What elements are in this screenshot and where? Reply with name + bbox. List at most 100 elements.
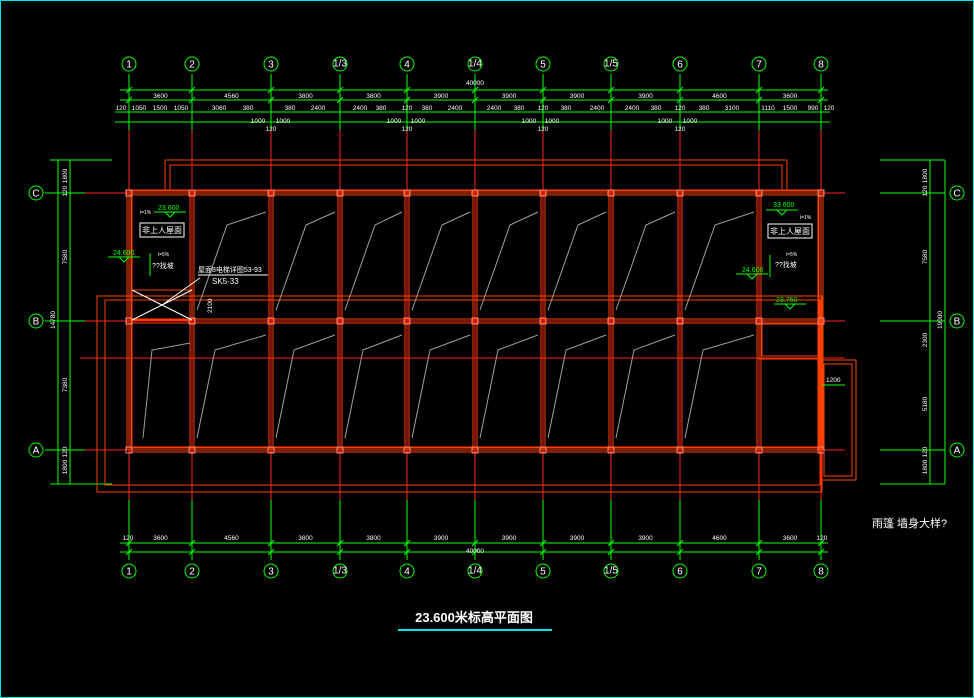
detail-top-label-22: 3100	[725, 105, 740, 112]
slope-line-upper-8	[684, 211, 755, 311]
height-2100: 2100	[207, 298, 214, 313]
axis-label-bottom-4: 4	[404, 566, 410, 577]
axis-label-top-4: 4	[404, 59, 410, 70]
column-2-1	[267, 317, 275, 325]
right-level-b: 24.600	[742, 267, 764, 274]
detail-120-label-2: 120	[538, 126, 549, 133]
detail-top-label-25: 990	[808, 105, 819, 112]
axis-label-top-2: 3	[268, 59, 274, 70]
overall-dimension-top: 40000	[466, 80, 484, 87]
detail-sub-label-2: 1000	[387, 118, 402, 125]
detail-top-label-4: 3060	[212, 105, 227, 112]
column-0-1	[125, 317, 133, 325]
axis-bubble-bottom-10	[813, 563, 829, 579]
detail-top-label-3: 1050	[174, 105, 189, 112]
axis-label-top-1: 2	[189, 59, 195, 70]
column-3-1	[336, 317, 344, 325]
detail-sub-label-5: 1000	[545, 118, 560, 125]
right-bay-outline	[758, 320, 822, 360]
axis-label-bottom-0: 1	[126, 566, 132, 577]
axis-bubble-bottom-3	[332, 563, 348, 579]
right-dim-label-5: 5180	[922, 396, 929, 411]
bottom-span-label-3: 3800	[366, 535, 381, 542]
detail-top-label-8: 2400	[353, 105, 368, 112]
axis-label-top-7: 1/5	[604, 58, 618, 69]
detail-top-label-14: 380	[514, 105, 525, 112]
bottom-span-label-9: 3600	[783, 535, 798, 542]
axis-bubble-right-1	[949, 313, 965, 329]
left-dim-label-2: 7580	[62, 249, 69, 264]
axis-bubble-bottom-2	[263, 563, 279, 579]
axis-label-top-8: 6	[677, 59, 683, 70]
drawing-title: 23.600米标高平面图	[415, 610, 533, 625]
detail-120-label-1: 120	[402, 126, 413, 133]
axis-label-left-1: B	[33, 317, 40, 328]
canopy-right-inner	[823, 363, 853, 477]
slope-line-lower-6	[547, 334, 607, 439]
axis-label-bottom-7: 1/5	[604, 565, 618, 576]
shaft-reference-2: SK5-33	[212, 277, 239, 286]
axis-bubble-bottom-1	[184, 563, 200, 579]
column-9-2	[755, 446, 763, 454]
left-dim-label-4: 7380	[62, 377, 69, 392]
right-slope-b: i=5%	[786, 252, 798, 258]
left-slope-b: i=5%	[158, 252, 170, 258]
axis-bubble-top-6	[535, 56, 551, 72]
canopy-outline-left	[96, 295, 823, 493]
detail-top-label-21: 380	[699, 105, 710, 112]
axis-label-bottom-2: 3	[268, 566, 274, 577]
axis-label-left-2: A	[33, 446, 40, 457]
axis-label-bottom-1: 2	[189, 566, 195, 577]
left-dim-label-5: 120	[62, 446, 69, 457]
axis-bubble-right-2	[949, 442, 965, 458]
top-span-label-9: 3600	[783, 93, 798, 100]
slope-line-lower-3	[344, 334, 403, 439]
column-1-0	[188, 189, 196, 197]
column-7-1	[607, 317, 615, 325]
slope-line-upper-4	[411, 211, 471, 311]
column-6-1	[539, 317, 547, 325]
axis-label-bottom-10: 8	[818, 566, 824, 577]
slope-line-lower-7	[615, 334, 676, 439]
left-level-b: 24.600	[113, 250, 135, 257]
detail-sub-label-4: 1000	[522, 118, 537, 125]
bottom-span-label-4: 3900	[434, 535, 449, 542]
top-span-label-3: 3800	[366, 93, 381, 100]
left-dim-label-1: 120	[62, 185, 69, 196]
column-4-1	[403, 317, 411, 325]
detail-sub-label-1: 1000	[276, 118, 291, 125]
detail-top-label-26: 120	[824, 105, 835, 112]
axis-bubble-top-8	[672, 56, 688, 72]
shaft-box	[131, 289, 193, 321]
axis-label-top-5: 1/4	[468, 58, 482, 69]
detail-top-label-9: 380	[376, 105, 387, 112]
right-dim-label-0: 1800	[922, 168, 929, 183]
column-7-2	[607, 446, 615, 454]
axis-label-left-0: C	[32, 189, 39, 200]
bottom-span-label-0: 3600	[153, 535, 168, 542]
column-3-0	[336, 189, 344, 197]
detail-top-label-0: 120	[116, 105, 127, 112]
top-span-label-8: 4600	[712, 93, 727, 100]
slope-line-upper-5	[479, 211, 539, 311]
column-1-2	[188, 446, 196, 454]
shaft-reference: 屋面8电梯详图53-93	[198, 265, 262, 274]
detail-top-label-24: 1500	[783, 105, 798, 112]
left-dim-label-6: 1800	[62, 459, 69, 474]
detail-top-label-17: 2400	[590, 105, 605, 112]
detail-sub-label-3: 1000	[411, 118, 426, 125]
column-8-2	[676, 446, 684, 454]
column-1-1	[188, 317, 196, 325]
right-level-c: 23.750	[776, 297, 798, 304]
bottom-edge-right: 120	[817, 535, 828, 542]
column-6-2	[539, 446, 547, 454]
axis-label-right-1: B	[954, 317, 961, 328]
detail-top-label-16: 380	[561, 105, 572, 112]
axis-label-top-0: 1	[126, 59, 132, 70]
right-extra-dim: 1200	[826, 377, 841, 384]
column-10-1	[817, 317, 825, 325]
column-3-2	[336, 446, 344, 454]
axis-bubble-left-0	[28, 185, 44, 201]
left-dim-label-0: 1800	[62, 168, 69, 183]
shaft-leader	[161, 277, 201, 306]
